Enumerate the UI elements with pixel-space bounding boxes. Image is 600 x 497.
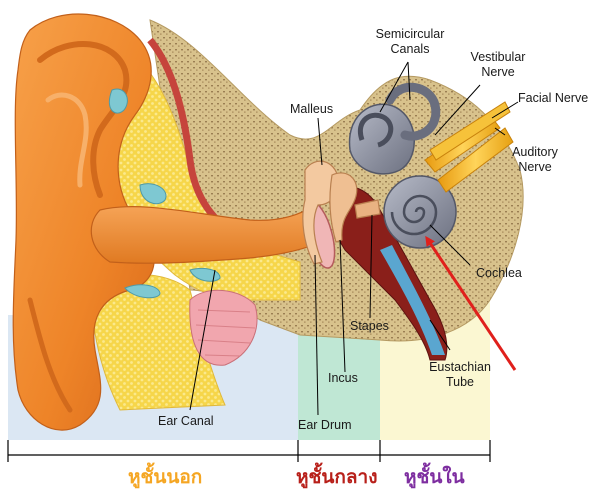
red-arrow-icon: [425, 235, 517, 371]
cochlea-label: Cochlea: [476, 266, 522, 280]
eustachian-tube-label: Eustachian Tube: [429, 360, 491, 389]
vestibular-nerve-label: Vestibular Nerve: [470, 50, 526, 79]
facial-nerve-label: Facial Nerve: [518, 91, 589, 105]
middle-ear-title: หูชั้นกลาง: [296, 466, 378, 488]
leader-lines: [189, 61, 519, 416]
outer-ear-title: หูชั้นนอก: [128, 466, 203, 488]
inner-ear-title: หูชั้นใน: [404, 466, 465, 488]
pinna: [12, 13, 155, 431]
auditory-nerve-shape: [437, 127, 514, 193]
stapes-label: Stapes: [350, 319, 389, 333]
eustachian-tube-shape: [380, 245, 445, 355]
ear-drum-label: Ear Drum: [298, 418, 352, 432]
ear-canal-label: Ear Canal: [158, 414, 214, 428]
incus-label: Incus: [328, 371, 358, 385]
auditory-nerve-label: Auditory Nerve: [512, 145, 558, 174]
cochlea-shape: [383, 175, 457, 249]
semicircular-canals-shape: [348, 82, 441, 175]
semicircular-canals-label: Semicircular Canals: [375, 27, 445, 56]
facial-nerve-shape: [429, 101, 511, 161]
malleus-label: Malleus: [290, 102, 334, 116]
incus-shape: [329, 172, 358, 243]
zone-bracket: [7, 440, 491, 462]
ear-canal: [90, 204, 326, 264]
malleus-shape: [302, 160, 339, 265]
stapes-shape: [354, 199, 381, 219]
